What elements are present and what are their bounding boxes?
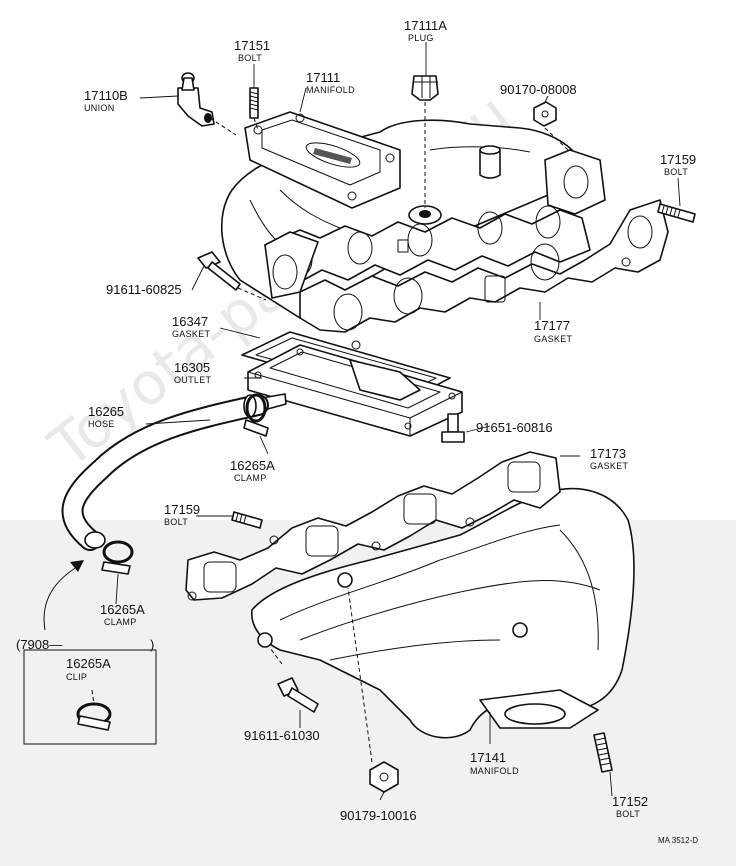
callout-16265-name: HOSE <box>88 419 115 429</box>
callout-16265-number: 16265 <box>88 404 124 419</box>
callout-17151: 17151 BOLT <box>234 38 270 63</box>
bolt-17159-top <box>657 203 696 223</box>
inset-arrow <box>43 560 84 631</box>
callout-16305-number: 16305 <box>174 360 210 375</box>
callout-16265A-mid-name: CLAMP <box>104 617 137 627</box>
callout-17159-mid-number: 17159 <box>164 502 200 517</box>
callout-17151-name: BOLT <box>238 53 262 63</box>
callout-16347: 16347 GASKET <box>172 314 211 339</box>
callout-90179-10016-number: 90179-10016 <box>340 808 417 823</box>
callout-91611-60825: 91611-60825 <box>106 282 182 297</box>
inset-date-code: (7908— <box>16 637 62 652</box>
union-17110B <box>177 72 215 127</box>
inset-part-name: CLIP <box>66 672 87 682</box>
callout-17141: 17141 MANIFOLD <box>470 750 519 776</box>
callout-91611-61030: 91611-61030 <box>244 728 320 743</box>
callout-17152: 17152 BOLT <box>612 794 648 819</box>
callout-16347-name: GASKET <box>172 329 211 339</box>
intake-manifold-17111 <box>220 111 591 319</box>
inset-box: (7908— ) 16265A CLIP <box>16 637 157 745</box>
callout-17173-number: 17173 <box>590 446 626 461</box>
inset-part-number: 16265A <box>66 656 111 671</box>
inset-frame <box>23 649 157 745</box>
callout-17110B: 17110B UNION <box>84 88 128 113</box>
bolt-91651-60816 <box>441 413 465 443</box>
callout-17177-name: GASKET <box>534 334 573 344</box>
clamp-16265A-top <box>243 393 269 437</box>
callout-16265A-top: 16265A CLAMP <box>230 458 275 483</box>
stud-17151 <box>249 87 259 119</box>
callout-90170-08008: 90170-08008 <box>500 82 577 97</box>
callout-17173-name: GASKET <box>590 461 629 471</box>
outlet-16305 <box>247 344 463 437</box>
gasket-17177 <box>264 149 669 350</box>
callout-17177-number: 17177 <box>534 318 570 333</box>
callout-17152-name: BOLT <box>616 809 640 819</box>
callout-17111-number: 17111 <box>306 70 340 85</box>
callout-17111A-number: 17111A <box>404 18 447 33</box>
callout-17177: 17177 GASKET <box>534 318 573 344</box>
callout-91611-61030-number: 91611-61030 <box>244 728 320 743</box>
callout-17159-mid: 17159 BOLT <box>164 502 200 527</box>
callout-17110B-name: UNION <box>84 103 115 113</box>
leader-lines <box>115 42 681 801</box>
callout-17159-top-name: BOLT <box>664 167 688 177</box>
callout-17111A: 17111A PLUG <box>404 18 447 43</box>
callout-16265A-top-number: 16265A <box>230 458 275 473</box>
callout-17173: 17173 GASKET <box>590 446 629 471</box>
clamp-16265A-mid <box>101 540 134 575</box>
callout-17152-number: 17152 <box>612 794 648 809</box>
callout-16265A-mid-number: 16265A <box>100 602 145 617</box>
exhaust-manifold-17141 <box>251 487 635 739</box>
clip-16265A-drawing <box>76 689 112 731</box>
plug-17111A <box>411 75 439 101</box>
callout-17159-mid-name: BOLT <box>164 517 188 527</box>
gasket-17173 <box>185 451 561 601</box>
callout-17111-name: MANIFOLD <box>306 85 355 95</box>
callout-17159-top: 17159 BOLT <box>660 152 696 177</box>
callout-91651-60816-number: 91651-60816 <box>476 420 553 435</box>
callout-90170-08008-number: 90170-08008 <box>500 82 577 97</box>
bolt-17159-mid <box>231 511 263 529</box>
callout-16265A-top-name: CLAMP <box>234 473 267 483</box>
callout-16305: 16305 OUTLET <box>174 360 212 385</box>
callout-17110B-number: 17110B <box>84 88 128 103</box>
bolt-91611-61030 <box>269 647 319 713</box>
stud-17152 <box>593 732 613 773</box>
callout-90179-10016: 90179-10016 <box>340 808 417 823</box>
inset-close-paren: ) <box>150 637 154 652</box>
callout-16305-name: OUTLET <box>174 375 212 385</box>
callout-16347-number: 16347 <box>172 314 208 329</box>
callout-16265: 16265 HOSE <box>88 404 124 429</box>
callout-17111: 17111 MANIFOLD <box>306 70 355 95</box>
drawing-code: MA 3512-D <box>658 836 698 845</box>
callout-17111A-name: PLUG <box>408 33 434 43</box>
callout-16265A-mid: 16265A CLAMP <box>100 602 145 627</box>
callout-17151-number: 17151 <box>234 38 270 53</box>
callout-17141-name: MANIFOLD <box>470 766 519 776</box>
nut-90170-08008 <box>533 101 557 127</box>
callout-17159-top-number: 17159 <box>660 152 696 167</box>
dashed-guides <box>209 102 569 301</box>
callout-17141-number: 17141 <box>470 750 506 765</box>
nut-90179-10016 <box>347 587 399 793</box>
bolt-91611-60825 <box>197 251 241 291</box>
callout-91651-60816: 91651-60816 <box>476 420 553 435</box>
hose-16265 <box>61 394 269 551</box>
callout-91611-60825-number: 91611-60825 <box>106 282 182 297</box>
